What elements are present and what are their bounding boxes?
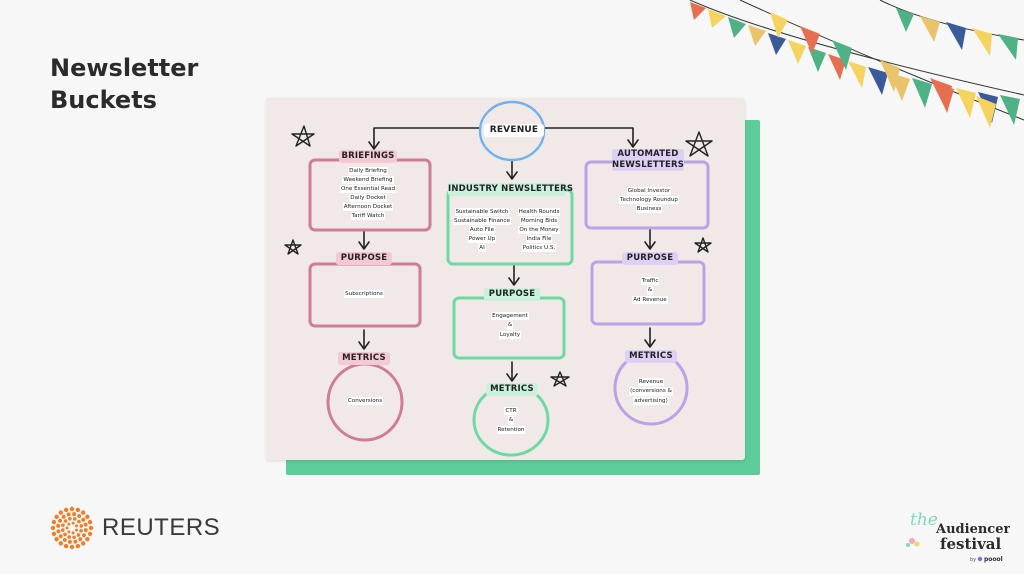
list-item: Politics U.S. [521,244,557,253]
automated-metrics-heading: METRICS [625,350,677,363]
list-item: India File [525,235,553,244]
slide-title: Newsletter Buckets [50,52,198,116]
metric-value: CTR [504,407,518,416]
metric-value: advertising) [633,396,669,406]
automated-items: Global Investor Technology Roundup Busin… [606,187,692,214]
purpose-value: & [506,321,514,330]
purpose-value: Traffic [640,277,660,286]
reuters-dots-icon [50,506,94,550]
list-item: Weekend Briefing [342,176,394,185]
list-item: Sustainable Finance [453,217,511,226]
purpose-value: & [646,286,654,295]
briefings-metrics-text: Conversions [325,397,405,406]
industry-metrics-heading: METRICS [486,383,538,396]
revenue-circle [478,100,546,162]
star-doodle [685,131,713,157]
list-item: AI [478,244,486,253]
slide-title-line1: Newsletter [50,54,199,82]
briefings-purpose-text: Subscriptions [324,290,404,299]
connector-revenue-to-automated [544,127,634,147]
metric-value: & [507,416,515,425]
metric-value: Revenue [637,378,665,387]
star-doodle [284,239,302,255]
list-item: Power Up [467,235,497,244]
industry-items-right: Health Rounds Morning Bids On the Money … [510,208,568,253]
briefings-purpose-heading: PURPOSE [336,252,392,265]
slide-title-line2: Buckets [50,86,157,114]
automated-heading-line1: AUTOMATED [617,149,679,159]
briefings-metrics-heading: METRICS [338,352,390,365]
list-item: Technology Roundup [619,196,679,205]
festival-word2: Audiencers [935,522,1010,537]
industry-purpose-text: Engagement & Loyalty [470,312,550,340]
industry-purpose-heading: PURPOSE [484,288,540,301]
list-item: Daily Docket [349,194,387,203]
diagram-shapes [284,100,713,457]
flower-icon [906,538,920,547]
list-item: One Essential Read [339,185,397,194]
reuters-wordmark: REUTERS [102,514,221,541]
briefings-items: Daily Briefing Weekend Briefing One Esse… [320,167,416,221]
list-item: Morning Bids [519,217,559,226]
briefings-heading: BRIEFINGS [339,150,397,163]
purpose-value: Engagement [491,312,529,321]
purpose-value: Loyalty [498,330,522,340]
festival-partner: poool [984,556,1003,563]
automated-heading: AUTOMATED NEWSLETTERS [612,149,684,171]
connector-revenue-to-briefings [373,127,480,149]
star-doodle [694,237,712,253]
purpose-value: Ad Revenue [632,295,668,305]
industry-items-left: Sustainable Switch Sustainable Finance A… [451,208,513,253]
list-item: Afternoon Docket [342,203,394,212]
purpose-value: Subscriptions [344,290,384,299]
list-item: Auto File [468,226,496,235]
revenue-label: REVENUE [484,124,544,137]
audiencers-festival-logo: the Audiencers festival by poool [896,505,1018,565]
festival-logo-art: the Audiencers festival by poool [906,510,1018,563]
automated-purpose-text: Traffic & Ad Revenue [610,277,690,305]
festival-word3: festival [940,535,1002,553]
festival-byline: by [970,557,976,563]
metric-value: Conversions [346,397,384,406]
star-doodle [550,371,570,387]
list-item: Business [635,205,663,214]
automated-purpose-heading: PURPOSE [622,252,678,265]
automated-metrics-text: Revenue (conversions & advertising) [611,378,691,406]
festival-word1: the [910,510,938,530]
list-item: On the Money [518,226,560,235]
list-item: Global Investor [626,187,672,196]
automated-heading-line2: NEWSLETTERS [612,160,685,170]
metric-value: Retention [496,425,526,435]
list-item: Health Rounds [517,208,561,217]
industry-metrics-text: CTR & Retention [471,407,551,435]
list-item: Sustainable Switch [454,208,510,217]
list-item: Daily Briefing [348,167,388,176]
metric-value: (conversions & [629,387,673,396]
industry-heading: INDUSTRY NEWSLETTERS [448,183,574,196]
list-item: Tariff Watch [350,212,386,221]
reuters-logo: REUTERS [50,506,220,550]
star-doodle [291,125,315,147]
